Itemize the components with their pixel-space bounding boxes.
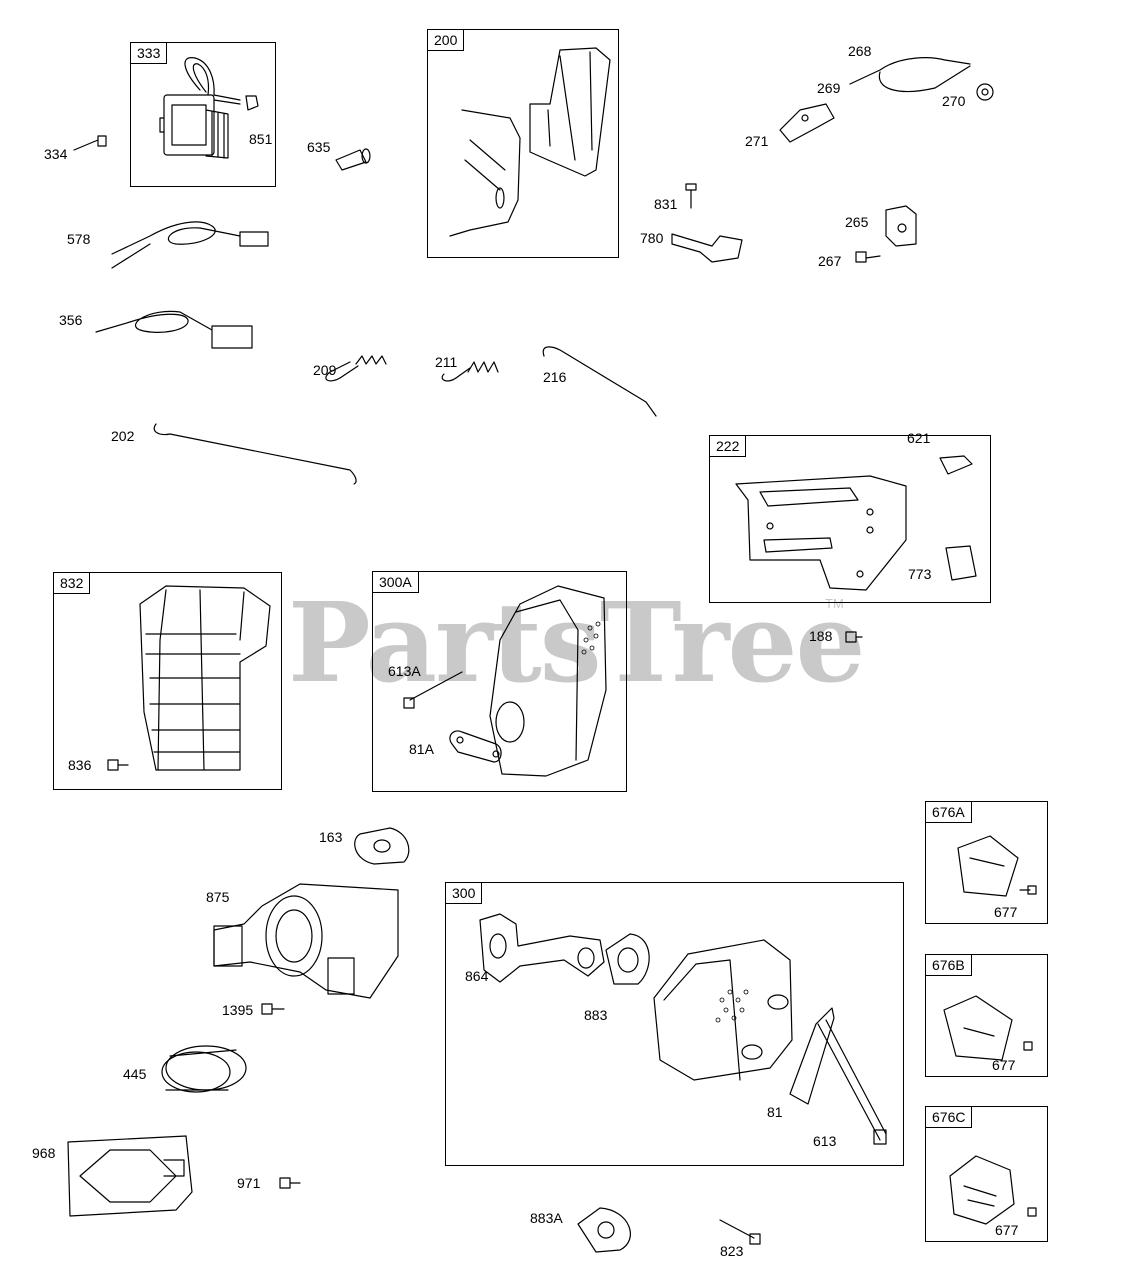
label-883: 883 — [584, 1007, 608, 1023]
label-209: 209 — [313, 362, 337, 378]
gasket-163 — [354, 827, 410, 865]
label-677-b: 677 — [992, 1057, 1016, 1073]
rod-216 — [542, 346, 657, 417]
box-200-tag: 200 — [427, 29, 465, 51]
label-773: 773 — [908, 566, 932, 582]
label-356: 356 — [59, 312, 83, 328]
box-300A-tag: 300A — [372, 571, 419, 593]
bolt-836 — [107, 759, 129, 771]
bolt-831 — [685, 183, 697, 209]
label-163: 163 — [319, 829, 343, 845]
label-836: 836 — [68, 757, 92, 773]
box-832-tag: 832 — [53, 572, 91, 594]
box-676B-tag: 676B — [925, 954, 972, 976]
bolt-613A — [403, 671, 463, 709]
nut-270 — [976, 83, 994, 101]
grommet-635 — [335, 148, 371, 171]
gasket-883A — [577, 1207, 631, 1253]
label-270: 270 — [942, 93, 966, 109]
bolt-971 — [279, 1177, 301, 1189]
filter-445 — [161, 1045, 247, 1093]
label-613: 613 — [813, 1133, 837, 1149]
label-268: 268 — [848, 43, 872, 59]
bracket-222 — [735, 475, 907, 591]
label-831: 831 — [654, 196, 678, 212]
box-676B: 676B — [925, 954, 1048, 1077]
muffler-300 — [653, 939, 793, 1081]
clip-621 — [939, 455, 973, 475]
label-971: 971 — [237, 1175, 261, 1191]
box-676C: 676C — [925, 1106, 1048, 1242]
cover-968 — [67, 1135, 193, 1217]
label-267: 267 — [818, 253, 842, 269]
bolt-334 — [73, 135, 107, 151]
label-216: 216 — [543, 369, 567, 385]
watermark-trademark: TM — [825, 596, 844, 611]
label-334: 334 — [44, 146, 68, 162]
label-265: 265 — [845, 214, 869, 230]
box-832: 832 — [53, 572, 282, 790]
muffler-300A — [489, 585, 607, 777]
label-883A: 883A — [530, 1210, 563, 1226]
label-780: 780 — [640, 230, 664, 246]
bracket-265 — [885, 205, 917, 247]
shield-676B — [943, 995, 1033, 1061]
rod-202 — [153, 423, 357, 485]
label-677-c: 677 — [995, 1222, 1019, 1238]
label-635: 635 — [307, 139, 331, 155]
box-200: 200 — [427, 29, 619, 258]
label-202: 202 — [111, 428, 135, 444]
air-cleaner-875 — [213, 883, 399, 999]
box-676A: 676A — [925, 801, 1048, 924]
box-333: 333 — [130, 42, 276, 187]
spring-209 — [325, 355, 387, 382]
box-333-tag: 333 — [130, 42, 168, 64]
gasket-883 — [605, 933, 650, 985]
box-300A: 300A — [372, 571, 627, 792]
box-676A-tag: 676A — [925, 801, 972, 823]
label-188: 188 — [809, 628, 833, 644]
throttle-cable — [779, 57, 971, 143]
label-1395: 1395 — [222, 1002, 254, 1018]
label-823: 823 — [720, 1243, 744, 1259]
label-875: 875 — [206, 889, 230, 905]
gasket-81A — [449, 730, 502, 763]
box-222-tag: 222 — [709, 435, 747, 457]
bolt-1395 — [261, 1003, 285, 1015]
wire-356 — [95, 310, 253, 349]
label-211: 211 — [435, 354, 458, 370]
label-578: 578 — [67, 231, 91, 247]
label-677-a: 677 — [994, 904, 1018, 920]
label-864: 864 — [465, 968, 489, 984]
shield-676A — [957, 835, 1037, 897]
shield-676C — [949, 1155, 1037, 1225]
label-271: 271 — [745, 133, 769, 149]
label-621: 621 — [907, 430, 931, 446]
deflector-81 — [789, 1007, 835, 1105]
label-81A: 81A — [409, 741, 434, 757]
box-676C-tag: 676C — [925, 1106, 973, 1128]
clamp-780 — [671, 233, 743, 263]
bracket-200 — [449, 47, 611, 237]
box-300-tag: 300 — [445, 882, 483, 904]
bolt-267 — [855, 251, 881, 263]
box-222: 222 — [709, 435, 991, 603]
label-613A: 613A — [388, 663, 421, 679]
label-968: 968 — [32, 1145, 56, 1161]
label-445: 445 — [123, 1066, 147, 1082]
guard-832 — [139, 585, 271, 771]
spring-211 — [441, 361, 499, 382]
elbow-864 — [479, 913, 605, 983]
wire-578 — [111, 221, 269, 269]
clip-773 — [945, 545, 977, 581]
label-851: 851 — [249, 131, 273, 147]
bolt-188 — [845, 631, 863, 643]
box-300: 300 — [445, 882, 904, 1166]
label-269: 269 — [817, 80, 841, 96]
label-81: 81 — [767, 1104, 783, 1120]
bolt-823 — [719, 1219, 761, 1245]
bolt-613 — [817, 1019, 887, 1145]
armature-drawing — [159, 57, 259, 159]
